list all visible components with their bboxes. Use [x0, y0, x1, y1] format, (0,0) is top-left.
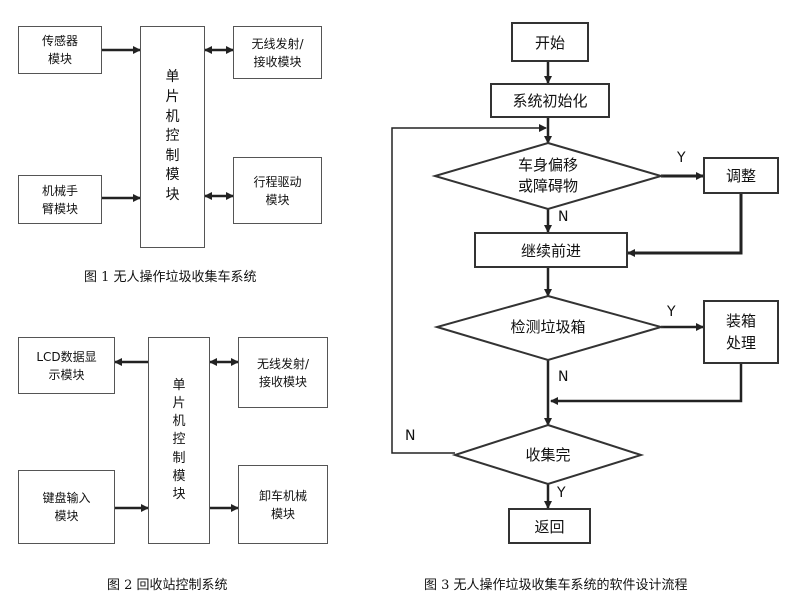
flow-start-box: 开始 [511, 22, 589, 62]
flow-adjust-label: 调整 [725, 167, 756, 185]
fig1-mcu-label: 单片机控制模块 [165, 69, 180, 203]
flow-label-n1: N [558, 209, 569, 225]
fig2-mcu-module: 单片机控制模块 [148, 337, 210, 544]
flow-label-y3: Y [557, 485, 566, 501]
diamond-detect-bin [433, 294, 665, 362]
flow-start-label: 开始 [534, 33, 565, 52]
fig1-arm-label: 机械手 臂模块 [41, 183, 78, 216]
fig1-mcu-module: 单片机控制模块 [140, 26, 205, 248]
fig1-wireless-label: 无线发射/ 接收模块 [251, 36, 304, 69]
fig2-arrows [114, 358, 239, 512]
fig1-arm-module: 机械手 臂模块 [18, 175, 102, 224]
flow-adjust-to-forward [627, 194, 743, 257]
fig2-keyboard-label: 键盘输入 模块 [42, 491, 91, 523]
fig2-lcd-label: LCD数据显 示模块 [36, 349, 97, 382]
fig1-caption: 图 1 无人操作垃圾收集车系统 [84, 270, 257, 285]
fig2-mcu-label: 单片机控制模块 [172, 377, 186, 502]
fig1-sensor-label: 传感器 模块 [41, 34, 78, 66]
flow-label-y1: Y [677, 150, 686, 166]
fig2-wireless-module: 无线发射/ 接收模块 [238, 337, 328, 408]
flow-init-box: 系统初始化 [490, 83, 610, 118]
flow-forward-label: 继续前进 [520, 241, 581, 260]
fig1-drive-label: 行程驱动 模块 [253, 174, 302, 207]
fig1-wireless-module: 无线发射/ 接收模块 [233, 26, 322, 79]
fig1-drive-module: 行程驱动 模块 [233, 157, 322, 224]
fig2-unload-label: 卸车机械 模块 [258, 488, 307, 521]
flow-return-box: 返回 [508, 508, 591, 544]
flow-label-n2: N [558, 369, 569, 385]
fig2-unload-module: 卸车机械 模块 [238, 465, 328, 544]
fig1-arrows [102, 46, 234, 202]
flow-load-box: 装箱 处理 [703, 300, 779, 364]
fig3-caption: 图 3 无人操作垃圾收集车系统的软件设计流程 [424, 578, 688, 593]
flow-forward-box: 继续前进 [474, 232, 628, 268]
flow-collect-done-label: 收集完 [525, 445, 571, 464]
flow-done-loop-back [391, 124, 547, 454]
diamond-check-bias [431, 141, 665, 211]
flow-check-bias-label: 车身偏移 或障碍物 [517, 156, 578, 195]
fig2-caption: 图 2 回收站控制系统 [107, 578, 228, 593]
fig3-diamonds [431, 141, 665, 486]
fig1-sensor-module: 传感器 模块 [18, 26, 102, 74]
flow-return-label: 返回 [534, 517, 565, 536]
fig3-connectors [391, 62, 743, 509]
flow-adjust-box: 调整 [703, 157, 779, 194]
diamond-collect-done [451, 423, 645, 486]
flow-init-label: 系统初始化 [512, 92, 588, 110]
fig2-lcd-module: LCD数据显 示模块 [18, 337, 115, 394]
flow-detect-bin-label: 检测垃圾箱 [510, 317, 586, 336]
flow-load-to-merge [550, 364, 743, 405]
fig2-wireless-label: 无线发射/ 接收模块 [256, 356, 310, 389]
flow-label-n3: N [405, 428, 416, 444]
fig2-keyboard-module: 键盘输入 模块 [18, 470, 115, 544]
flow-label-y2: Y [667, 304, 676, 320]
flow-load-label: 装箱 处理 [725, 311, 756, 353]
